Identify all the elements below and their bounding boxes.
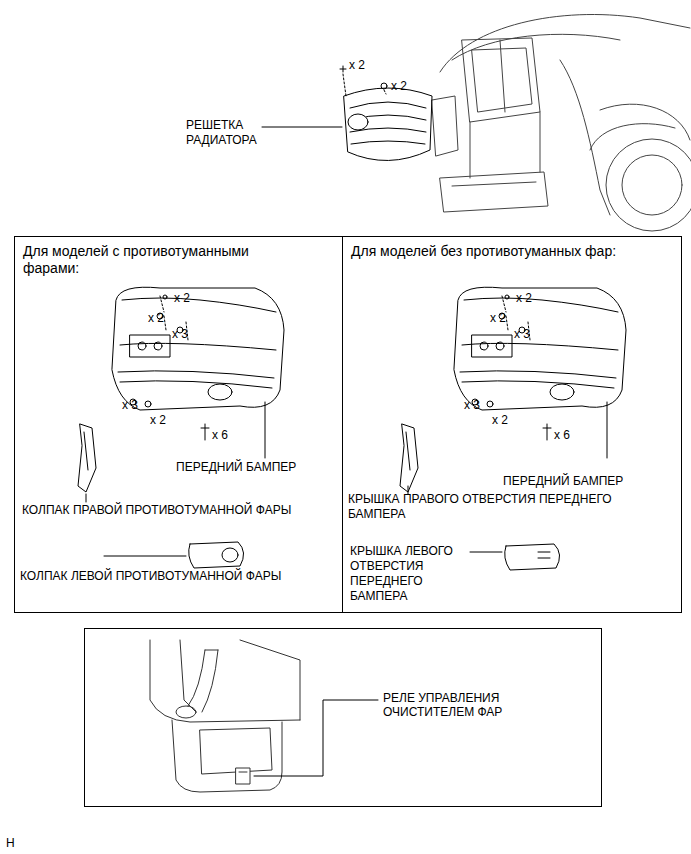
quantity-label: x 2	[490, 311, 506, 326]
washer-tank	[150, 640, 300, 792]
quantity-label: x 3	[514, 327, 530, 342]
quantity-label: x 3	[122, 398, 138, 413]
part-name: ПЕРЕДНИЙ БАМПЕР	[176, 460, 296, 475]
fog-light-covers	[78, 424, 244, 568]
quantity-label: x 2	[349, 58, 365, 73]
part-name: КОЛПАК ПРАВОЙ ПРОТИВОТУМАННОЙ ФАРЫ	[22, 503, 322, 518]
radiator-grille	[262, 66, 432, 161]
car-front	[432, 14, 691, 231]
front-bumper	[112, 287, 284, 458]
quantity-label: x 2	[391, 79, 407, 94]
quantity-label: x 6	[554, 428, 570, 443]
quantity-label: x 2	[174, 291, 190, 306]
part-name: КОЛПАК ЛЕВОЙ ПРОТИВОТУМАННОЙ ФАРЫ	[20, 569, 290, 584]
leader-line	[254, 700, 378, 776]
part-name: РЕШЕТКА РАДИАТОРА	[186, 118, 266, 148]
panel-heading: Для моделей без противотуманных фар:	[351, 243, 623, 260]
quantity-label: x 2	[516, 291, 532, 306]
quantity-label: x 6	[212, 428, 228, 443]
quantity-label: x 3	[464, 398, 480, 413]
part-name: КРЫШКА ЛЕВОГО ОТВЕРСТИЯ ПЕРЕДНЕГО БАМПЕР…	[350, 544, 468, 604]
panel-box: РЕЛЕ УПРАВЛЕНИЯ ОЧИСТИТЕЛЕМ ФАР	[84, 628, 602, 807]
quantity-label: x 3	[172, 327, 188, 342]
part-name: РЕЛЕ УПРАВЛЕНИЯ ОЧИСТИТЕЛЕМ ФАР	[383, 691, 548, 720]
part-name: КРЫШКА ПРАВОГО ОТВЕРСТИЯ ПЕРЕДНЕГО БАМПЕ…	[348, 492, 648, 522]
part-name: ПЕРЕДНИЙ БАМПЕР	[503, 474, 623, 489]
panel-heading: Для моделей с противотуманными фарами:	[23, 243, 295, 277]
quantity-label: x 2	[492, 413, 508, 428]
quantity-label: x 2	[150, 413, 166, 428]
front-bumper	[454, 287, 626, 458]
quantity-label: x 2	[148, 311, 164, 326]
figure-code: H	[6, 836, 15, 851]
